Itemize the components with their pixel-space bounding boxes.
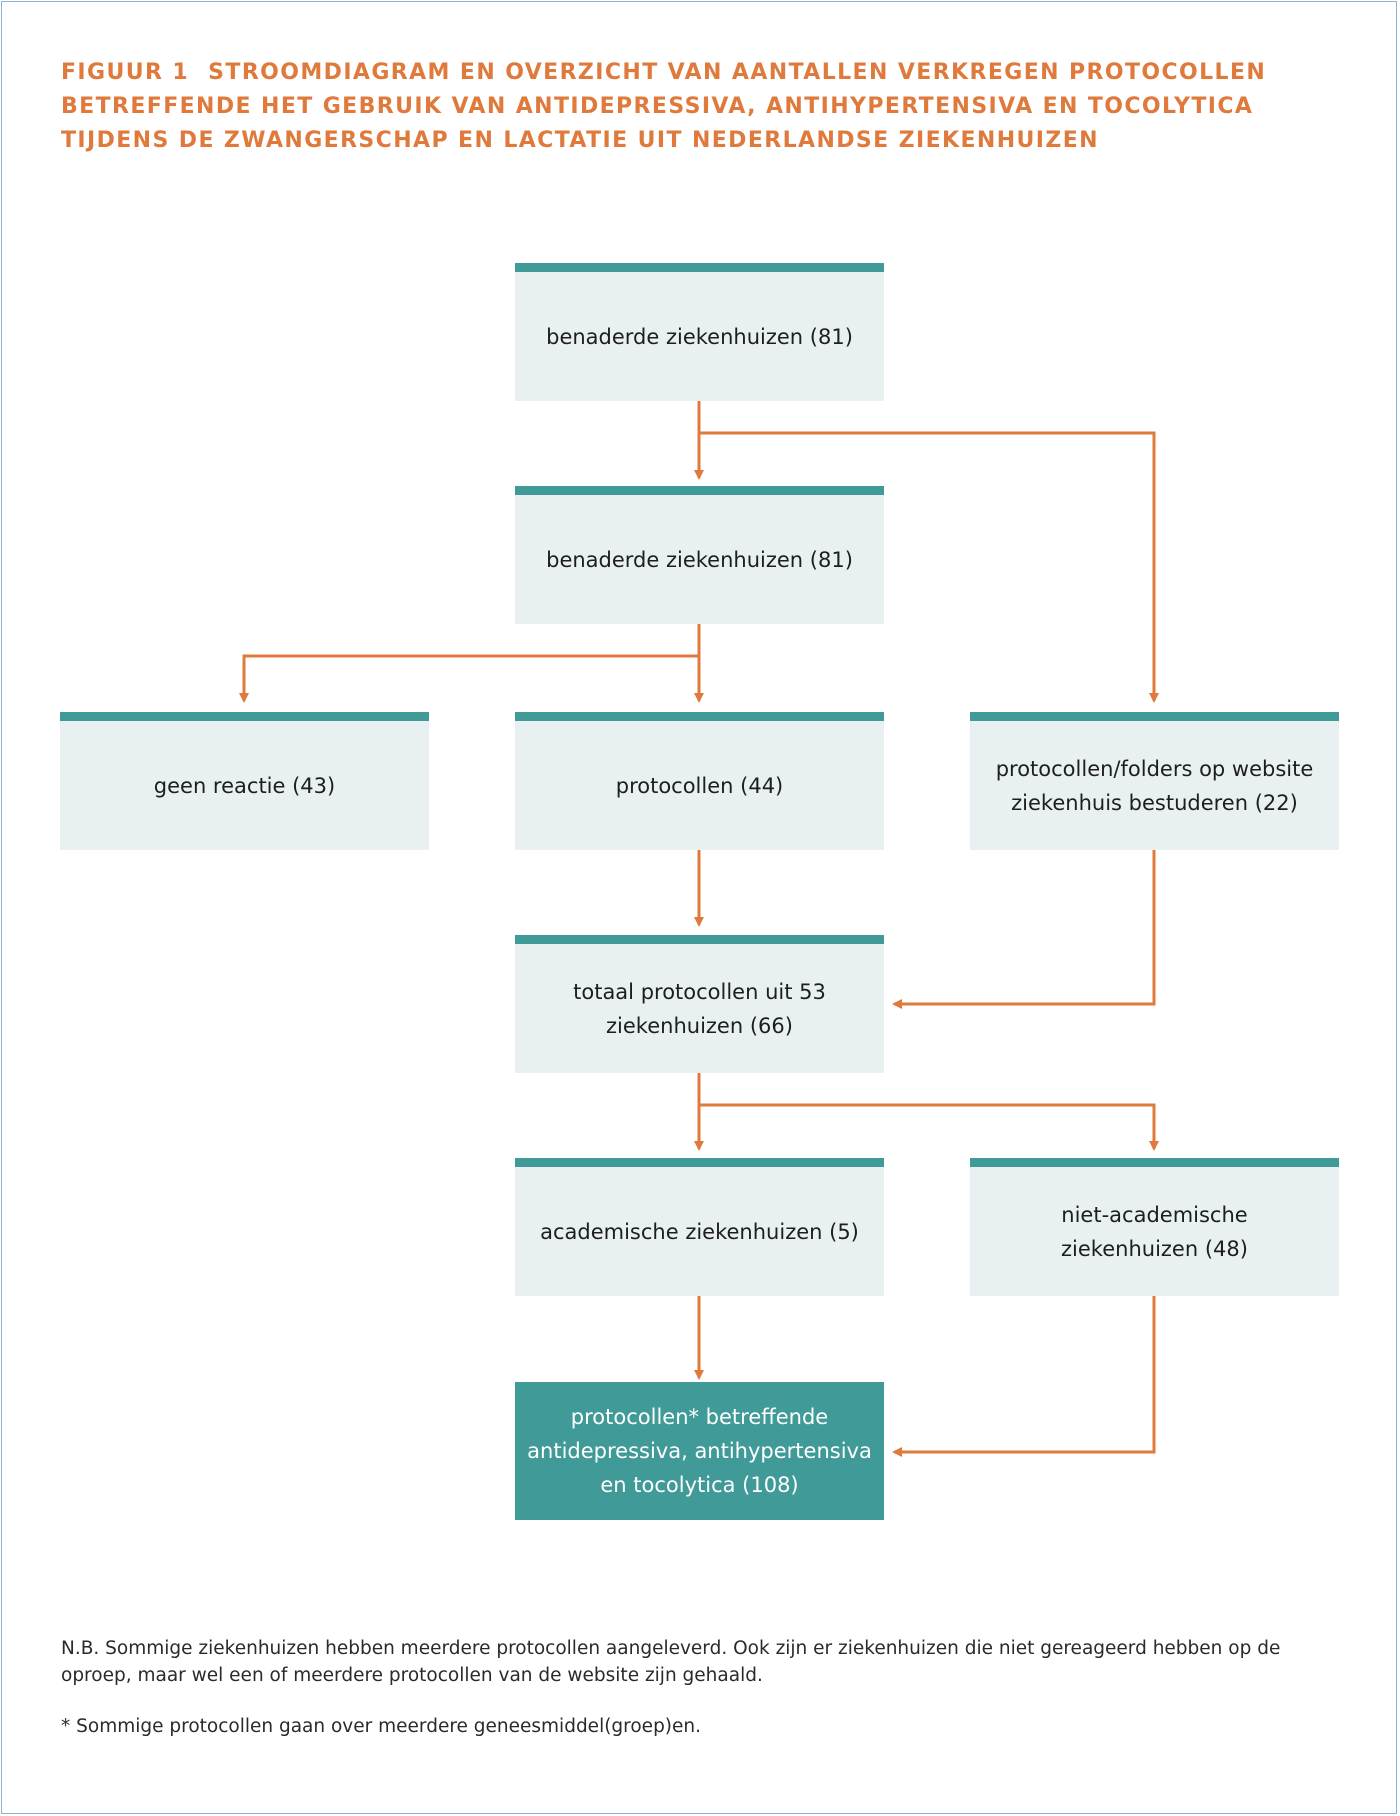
figure-label: FIGUUR 1 — [61, 60, 190, 85]
node-website-protocols: protocollen/folders op website ziekenhui… — [970, 712, 1339, 850]
nb-note: N.B. Sommige ziekenhuizen hebben meerder… — [61, 1635, 1351, 1689]
node-approached-hospitals-label: benaderde ziekenhuizen (81) — [546, 324, 853, 349]
footnote-text: * Sommige protocollen gaan over meerdere… — [61, 1716, 702, 1737]
node-protocols: protocollen (44) — [515, 712, 884, 850]
node-final-protocols-label: protocollen* betreffende antidepressiva,… — [527, 1405, 872, 1497]
node-academic-hospitals: academische ziekenhuizen (5) — [515, 1158, 884, 1296]
node-final-protocols: protocollen* betreffende antidepressiva,… — [515, 1382, 884, 1520]
figure-title-text: STROOMDIAGRAM EN OVERZICHT VAN AANTALLEN… — [61, 60, 1267, 153]
node-approached-hospitals: benaderde ziekenhuizen (81) — [515, 263, 884, 401]
node-approached-hospitals-2: benaderde ziekenhuizen (81) — [515, 486, 884, 624]
node-academic-hospitals-label: academische ziekenhuizen (5) — [540, 1219, 859, 1244]
node-no-response-label: geen reactie (43) — [153, 773, 336, 798]
node-protocols-label: protocollen (44) — [615, 773, 784, 798]
arrow-total-to-non-academic — [699, 1103, 1159, 1151]
node-total-protocols-label: totaal protocollen uit 53 ziekenhuizen (… — [573, 979, 826, 1038]
node-total-protocols: totaal protocollen uit 53 ziekenhuizen (… — [515, 935, 884, 1073]
arrow-website-to-total — [892, 849, 1156, 1009]
node-website-protocols-label: protocollen/folders op website ziekenhui… — [995, 756, 1314, 815]
nb-note-text: N.B. Sommige ziekenhuizen hebben meerder… — [61, 1638, 1281, 1686]
node-approached-hospitals-2-label: benaderde ziekenhuizen (81) — [546, 547, 853, 572]
node-non-academic-hospitals-label: niet-academische ziekenhuizen (48) — [1061, 1202, 1248, 1261]
arrow-top-to-website — [699, 431, 1159, 703]
arrow-non-academic-to-final — [892, 1295, 1156, 1457]
footnote: * Sommige protocollen gaan over meerdere… — [61, 1713, 1351, 1740]
arrow-second-to-no-response — [239, 654, 699, 703]
figure-title: FIGUUR 1 STROOMDIAGRAM EN OVERZICHT VAN … — [61, 56, 1351, 158]
node-no-response: geen reactie (43) — [60, 712, 429, 850]
node-non-academic-hospitals: niet-academische ziekenhuizen (48) — [970, 1158, 1339, 1296]
